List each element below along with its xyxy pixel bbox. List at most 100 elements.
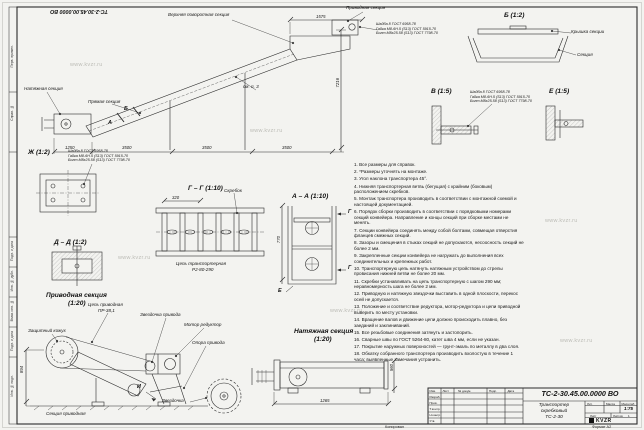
tb-sheets-value: 1 — [628, 413, 630, 418]
tb-name-line1: Транспортер — [538, 403, 570, 408]
note-item: 9. Закрепленные секции конвейера не нагр… — [354, 253, 504, 264]
note-item: 15. Все резьбовые соединения затянуть и … — [354, 329, 473, 335]
label-upper-turn-section: Верхняя поворотная секция — [168, 12, 230, 17]
dim-3500-1: 3500 — [122, 145, 132, 150]
label-drive-section-name: Секция приводная — [46, 411, 86, 416]
tb-col-izm: Изм. — [429, 389, 436, 393]
watermark: www.kvzr.ru — [330, 308, 363, 314]
label-straight-section: Прямая секция — [88, 99, 121, 104]
dim-770: 770 — [276, 236, 281, 244]
tb-lit-label: Лит. — [587, 401, 593, 406]
note-item: 17. Покрытие наружных поверхностей — гру… — [354, 344, 520, 350]
main-conveyor-view — [41, 11, 379, 155]
tb-row-nkontr: Н.контр. — [429, 413, 442, 417]
frame-label-podp-data-2: Подп. и дата — [10, 331, 14, 351]
drive-view-scale: (1:20) — [68, 300, 86, 307]
tb-col-doc: № докум. — [458, 389, 472, 393]
label-see-note: см. п. 3 — [243, 84, 259, 89]
label-section-cover: Крышка секции — [571, 29, 605, 34]
view-zh — [36, 163, 100, 216]
tb-name-line2: скребковый — [540, 409, 568, 415]
tb-mass-label: Масса — [606, 401, 615, 406]
label-protective-guard: Защитный кожух — [28, 328, 66, 333]
note-item: 6. Порядок сборки производить в соответс… — [354, 209, 512, 226]
label-drive-chain-type: ПР-38,1 — [98, 308, 115, 313]
drawing-frame — [16, 6, 638, 425]
tb-name: Транспортер скребковый ТС-2-30 — [523, 403, 585, 422]
view-gg — [155, 192, 265, 257]
label-conveyor-chain-type: Р2-80-290 — [192, 267, 214, 272]
note-item: 10. Транспортерную цепь натянуть натяжны… — [354, 265, 503, 277]
tb-row-razrab: Разраб. — [429, 394, 441, 399]
label-conveyor-chain: Цепь транспортерная — [176, 261, 227, 266]
note-item: 18. Обкатку собранного транспортера прои… — [354, 351, 514, 362]
corner-document-number: ТС-2-30.45.00.0000 ВО — [50, 8, 108, 14]
fastener-nut: Гайка М8-6Н.5 (S13) ГОСТ 5915-70 — [376, 26, 437, 31]
label-motor-reducer: Мотор редуктор — [184, 322, 222, 327]
mark-g-top: Г — [348, 209, 352, 215]
mark-e: Е — [278, 288, 282, 294]
tb-col-podp: Подп. — [489, 389, 497, 393]
tb-sheet-label: Лист — [590, 413, 597, 418]
fastener-bolt: Болт М8х25.58 (S13) ГОСТ 7798-70 — [68, 158, 130, 163]
view-e-title: Е (1:5) — [549, 88, 570, 95]
section-mark-b: Б — [124, 106, 128, 112]
dim-top-1575: 1575 — [316, 14, 326, 19]
watermark: www.kvzr.ru — [545, 218, 578, 224]
dim-560: 560 — [388, 364, 394, 372]
fastener-leader-2 — [466, 103, 493, 128]
note-item: 16. Сварные швы по ГОСТ 5264-80, катет ш… — [354, 336, 500, 342]
watermark: www.kvzr.ru — [118, 255, 151, 261]
view-b-title: Б (1:2) — [504, 12, 525, 19]
label-sprocket: Звездочка — [162, 398, 184, 403]
tb-col-data: Дата — [507, 389, 515, 393]
label-drive-section: Приводная секция — [346, 5, 386, 10]
tb-sheets-label: Листов — [613, 413, 623, 418]
dim-3500-2: 3500 — [202, 145, 212, 150]
fastener-washer: Шайба 8 ГОСТ 6958-78 — [68, 149, 108, 153]
note-item: 11. Скребки устанавливать на цепь трансп… — [354, 278, 502, 290]
note-item: 12. Приводную и натяжную звездочки выста… — [354, 291, 519, 302]
note-item: 7. Секции конвейера соединять между собо… — [354, 227, 518, 239]
tb-row-prov: Пров. — [429, 400, 438, 405]
tb-row-tkontr: Т.контр. — [429, 406, 441, 411]
view-v-title: В (1:5) — [431, 88, 452, 95]
fastener-washer: Шайба 8 ГОСТ 6958-78 — [376, 22, 416, 26]
tension-view-scale: (1:20) — [314, 336, 332, 343]
copied-label: Копировал — [385, 425, 405, 429]
kvzr-logo-icon — [589, 418, 594, 424]
tension-view-title: Натяжная секция — [294, 328, 354, 335]
dim-1265: 1265 — [320, 398, 330, 403]
format-label: Формат А2 — [592, 425, 612, 429]
frame-label-vzam-inv: Взам. инв. № — [10, 300, 14, 322]
fastener-nut: Гайка М8-6Н.5 (S13) ГОСТ 5915-70 — [68, 153, 129, 158]
mark-i: И — [137, 384, 141, 390]
drive-view-title: Приводная секция — [46, 292, 107, 299]
dim-1250: 1250 — [65, 145, 75, 150]
note-item: 5. Монтаж транспортера производить в соо… — [354, 196, 517, 207]
tb-name-line3: ТС-2-30 — [545, 415, 563, 421]
fastener-bolt: Болт М8х25.58 (S13) ГОСТ 7798-70 — [376, 31, 438, 36]
tb-scale-value: 1:75 — [623, 405, 633, 411]
dim-894: 894 — [19, 366, 24, 374]
view-zh-title: Ж (1:2) — [28, 149, 50, 156]
label-drive-sprocket: Звездочка привода — [140, 312, 181, 317]
fastener-bolt: Болт М8х25.58 (S13) ГОСТ 7798-70 — [470, 99, 532, 104]
tb-document-number: ТС-2-30.45.00.0000 ВО — [541, 389, 619, 398]
frame-label-podp-data-1: Подп. и дата — [10, 241, 14, 261]
technical-notes-list: 1. Все размеры для справок. 2. *Размеры … — [354, 162, 524, 364]
note-item: 8. Зазоры и смещения в стыках секций не … — [354, 240, 524, 251]
note-item: 3. Угол наклона транспортера 45°. — [354, 176, 428, 182]
note-item: 4. Нижняя транспортерная ветвь (бегущая)… — [354, 183, 493, 195]
watermark: www.kvzr.ru — [250, 128, 283, 134]
frame-label-sprav: Справ. № — [10, 105, 14, 121]
watermark: www.kvzr.ru — [70, 62, 103, 68]
frame-label-inv-podl: Инв. № подл. — [10, 375, 14, 397]
section-mark-a: А — [108, 120, 112, 126]
dim-320: 320 — [172, 195, 180, 200]
view-gg-title: Г – Г (1:10) — [188, 185, 223, 192]
fastener-nut: Гайка М8-6Н.5 (S13) ГОСТ 5915-70 — [470, 94, 531, 99]
view-dd-title: Д – Д (1:2) — [54, 239, 87, 246]
